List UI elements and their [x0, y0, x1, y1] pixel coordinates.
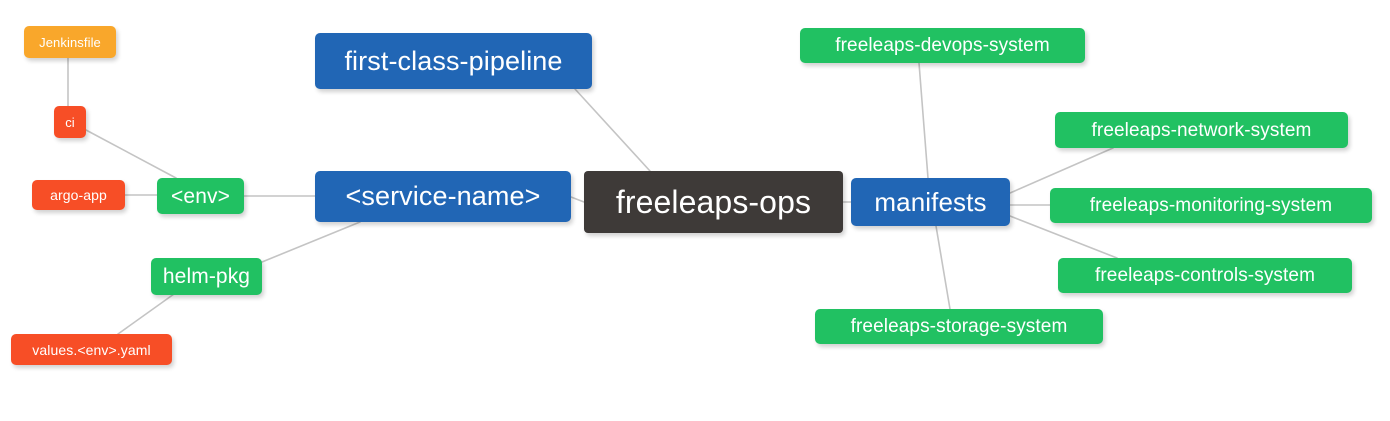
- node-label: first-class-pipeline: [344, 45, 563, 76]
- node-manifests[interactable]: manifests: [851, 178, 1010, 226]
- node-label: freeleaps-controls-system: [1094, 265, 1316, 286]
- node-label: ci: [65, 114, 75, 130]
- node-jenkinsfile[interactable]: Jenkinsfile: [24, 26, 116, 58]
- node-label: freeleaps-monitoring-system: [1089, 195, 1333, 216]
- node-service-name[interactable]: <service-name>: [315, 171, 571, 222]
- edge-manifests-to-freeleaps-network-system: [1009, 147, 1114, 194]
- node-argo-app[interactable]: argo-app: [32, 180, 125, 210]
- node-freeleaps-storage-system[interactable]: freeleaps-storage-system: [815, 309, 1103, 344]
- edge-manifests-to-freeleaps-devops-system: [918, 62, 929, 179]
- node-first-class-pipeline[interactable]: first-class-pipeline: [315, 33, 592, 89]
- node-label: Jenkinsfile: [39, 34, 101, 50]
- edge-service-name-to-helm-pkg: [261, 221, 361, 263]
- node-label: <service-name>: [345, 181, 541, 211]
- edge-freeleaps-ops-to-service-name: [570, 196, 585, 203]
- edge-manifests-to-freeleaps-storage-system: [935, 225, 951, 310]
- edge-env-to-ci: [85, 129, 177, 179]
- node-freeleaps-monitoring-system[interactable]: freeleaps-monitoring-system: [1050, 188, 1372, 223]
- node-label: <env>: [171, 184, 230, 208]
- node-values-env-yaml[interactable]: values.<env>.yaml: [11, 334, 172, 365]
- node-freeleaps-network-system[interactable]: freeleaps-network-system: [1055, 112, 1348, 148]
- node-label: manifests: [874, 187, 987, 217]
- node-ci[interactable]: ci: [54, 106, 86, 138]
- node-label: argo-app: [50, 187, 107, 203]
- edge-freeleaps-ops-to-first-class-pipeline: [574, 88, 651, 172]
- edge-helm-pkg-to-values-env-yaml: [117, 293, 175, 335]
- node-env[interactable]: <env>: [157, 178, 244, 214]
- node-label: helm-pkg: [162, 265, 251, 288]
- node-freeleaps-devops-system[interactable]: freeleaps-devops-system: [800, 28, 1085, 63]
- node-helm-pkg[interactable]: helm-pkg: [151, 258, 262, 295]
- node-label: freeleaps-devops-system: [835, 35, 1050, 56]
- node-label: freeleaps-storage-system: [850, 316, 1068, 337]
- node-label: freeleaps-network-system: [1091, 119, 1312, 141]
- node-label: values.<env>.yaml: [32, 341, 151, 358]
- node-freeleaps-ops[interactable]: freeleaps-ops: [584, 171, 843, 233]
- node-freeleaps-controls-system[interactable]: freeleaps-controls-system: [1058, 258, 1352, 293]
- node-label: freeleaps-ops: [615, 184, 812, 220]
